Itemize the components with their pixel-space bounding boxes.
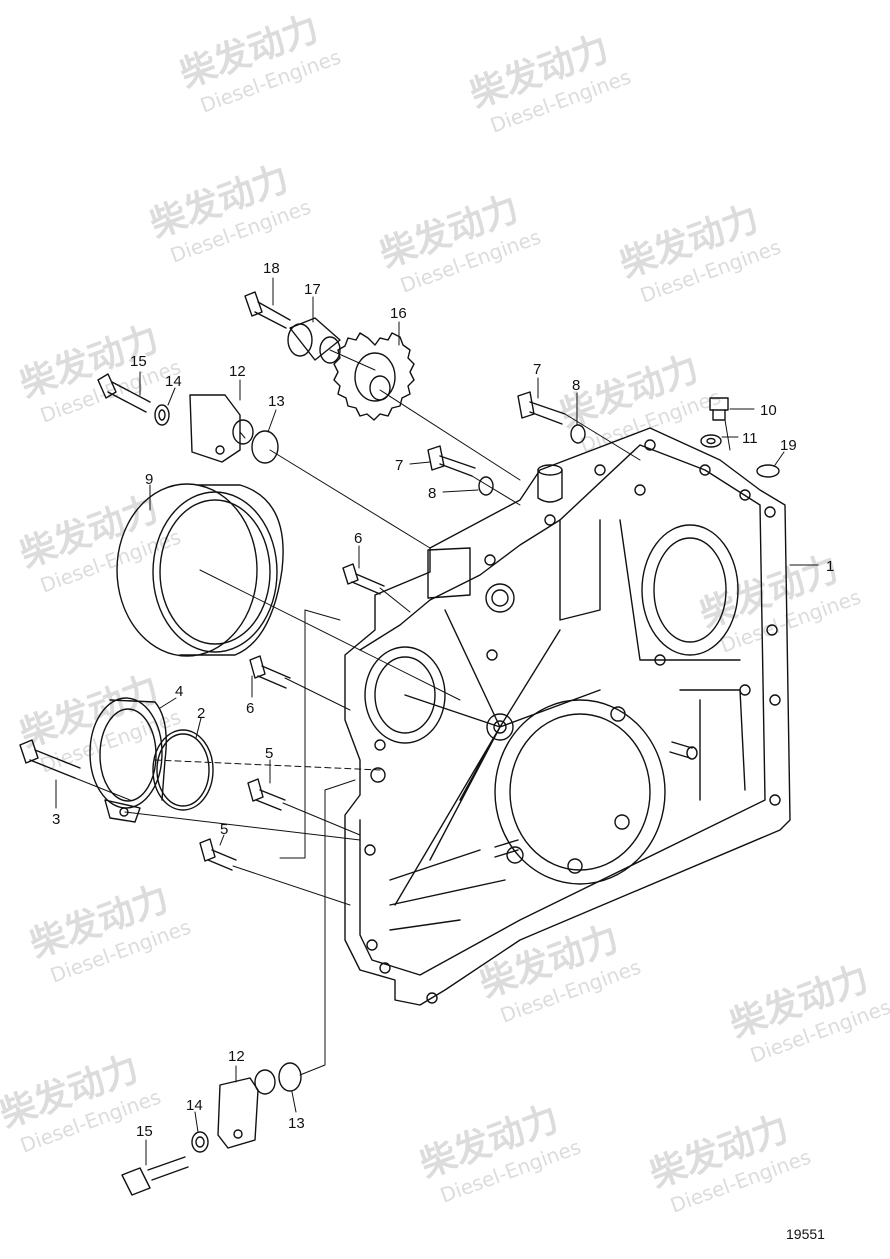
bolt-6-lower [249,655,291,689]
callout-5b: 5 [220,821,228,838]
bushing [287,317,341,364]
bolt-6-upper [342,563,385,595]
callout-8a: 8 [572,377,580,394]
callout-15a: 15 [130,353,147,370]
callout-14b: 14 [186,1097,203,1114]
callout-15b: 15 [136,1123,153,1140]
plug-10 [709,397,729,421]
callout-14a: 14 [165,373,182,390]
idler-gear [333,332,415,421]
callout-6a: 6 [354,530,362,547]
callout-6b: 6 [246,700,254,717]
seal-housing [89,697,167,823]
callout-2: 2 [197,705,205,722]
timing-gear-housing [344,427,791,1006]
washer-lower [191,1131,209,1153]
callout-leaders [55,277,819,1166]
callout-labels: 1 2 3 4 5 5 6 6 7 7 8 8 9 10 11 12 12 13… [52,260,834,1140]
washer-11 [700,434,722,448]
callout-10: 10 [760,402,777,419]
plug-19 [756,464,780,478]
callout-1: 1 [826,558,834,575]
bracket-upper [189,394,254,463]
callout-7b: 7 [395,457,403,474]
crankshaft-seal [116,483,284,657]
callout-5a: 5 [265,745,273,762]
callout-19: 19 [780,437,797,454]
callout-3: 3 [52,811,60,828]
callout-12a: 12 [229,363,246,380]
bolt-7-lower [427,445,494,496]
callout-7a: 7 [533,361,541,378]
o-ring-large [152,729,214,811]
bolt-15-upper [97,373,151,413]
bolt-5-lower [199,838,237,871]
o-ring-small-upper [251,430,279,464]
washer-upper [154,404,170,426]
assembly-lines [74,349,731,1076]
callout-12b: 12 [228,1048,245,1065]
callout-9: 9 [145,471,153,488]
callout-16: 16 [390,305,407,322]
callout-4: 4 [175,683,183,700]
bolt-15-lower [121,1156,189,1196]
callout-13b: 13 [288,1115,305,1132]
bolt-7-upper [517,391,586,444]
o-ring-small-lower [278,1062,302,1092]
callout-8b: 8 [428,485,436,502]
figure-number: 19551 [786,1226,825,1242]
callout-18: 18 [263,260,280,277]
bolt-3 [19,739,81,779]
callout-13a: 13 [268,393,285,410]
callout-11: 11 [742,430,758,447]
bolt-upper [244,291,291,329]
bolt-5-upper [247,778,286,811]
callout-17: 17 [304,281,321,298]
bracket-lower [217,1069,276,1149]
